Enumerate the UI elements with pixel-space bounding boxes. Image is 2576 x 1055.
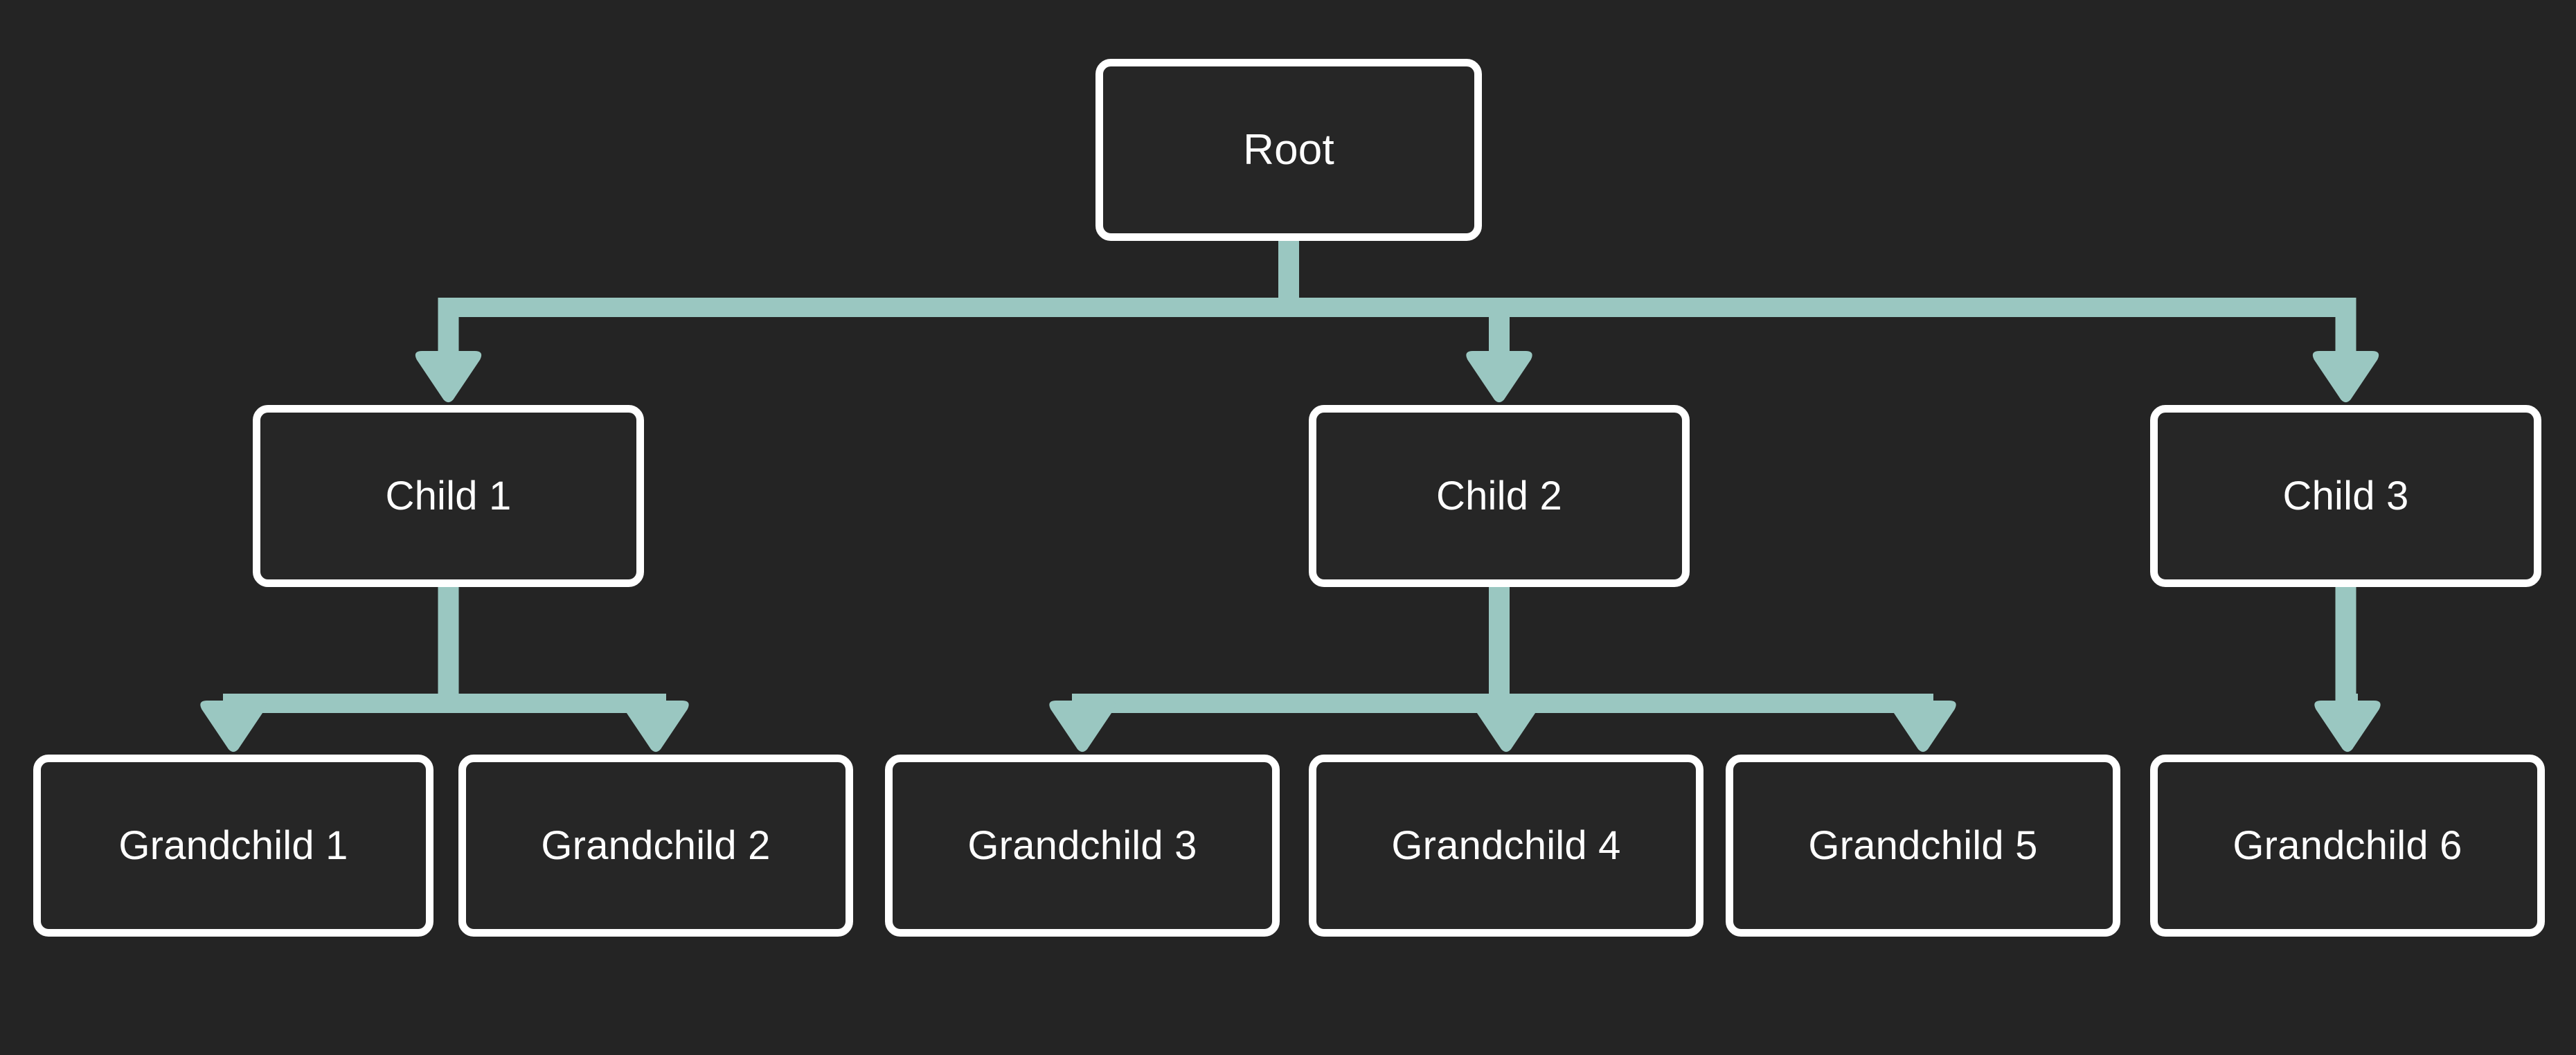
node-label: Root: [1243, 125, 1334, 174]
edge-bus-c3: [2335, 694, 2358, 713]
node-label: Grandchild 5: [1808, 822, 2038, 868]
edge-arrowhead-root-c3: [2312, 351, 2379, 403]
edge-stem-c3: [2335, 587, 2356, 713]
edge-stem-c1: [438, 587, 459, 713]
node-g4[interactable]: Grandchild 4: [1309, 755, 1703, 937]
node-label: Grandchild 4: [1391, 822, 1621, 868]
node-label: Grandchild 1: [118, 822, 348, 868]
edge-leg-root-c3: [2335, 317, 2356, 352]
edge-stem-c2: [1489, 587, 1510, 713]
node-label: Grandchild 2: [541, 822, 771, 868]
node-c3[interactable]: Child 3: [2150, 405, 2541, 587]
edge-arrowhead-c1-g1: [200, 701, 267, 752]
edge-leg-root-c1: [438, 317, 459, 352]
edge-leg-root-c2: [1489, 317, 1510, 352]
node-label: Child 2: [1436, 473, 1562, 519]
edge-bus-c1: [223, 694, 666, 713]
node-g2[interactable]: Grandchild 2: [458, 755, 853, 937]
node-g1[interactable]: Grandchild 1: [33, 755, 433, 937]
node-g6[interactable]: Grandchild 6: [2150, 755, 2545, 937]
node-label: Grandchild 3: [967, 822, 1197, 868]
edge-arrowhead-root-c1: [415, 351, 482, 403]
node-g3[interactable]: Grandchild 3: [885, 755, 1280, 937]
edge-arrowhead-c2-g3: [1049, 701, 1116, 752]
node-c2[interactable]: Child 2: [1309, 405, 1690, 587]
edge-arrowhead-c2-g4: [1473, 701, 1539, 752]
edge-bus-c2: [1072, 694, 1933, 713]
node-g5[interactable]: Grandchild 5: [1726, 755, 2120, 937]
edge-arrowhead-c1-g2: [623, 701, 689, 752]
node-c1[interactable]: Child 1: [253, 405, 644, 587]
edge-arrowhead-root-c2: [1466, 351, 1532, 403]
edge-arrowhead-c2-g5: [1890, 701, 1956, 752]
node-label: Child 1: [385, 473, 512, 519]
node-label: Grandchild 6: [2233, 822, 2462, 868]
edge-stem-root: [1278, 241, 1299, 317]
edge-bus-root: [438, 298, 2356, 317]
node-root[interactable]: Root: [1095, 59, 1482, 241]
edge-arrowhead-c3-g6: [2314, 701, 2381, 752]
node-label: Child 3: [2282, 473, 2409, 519]
